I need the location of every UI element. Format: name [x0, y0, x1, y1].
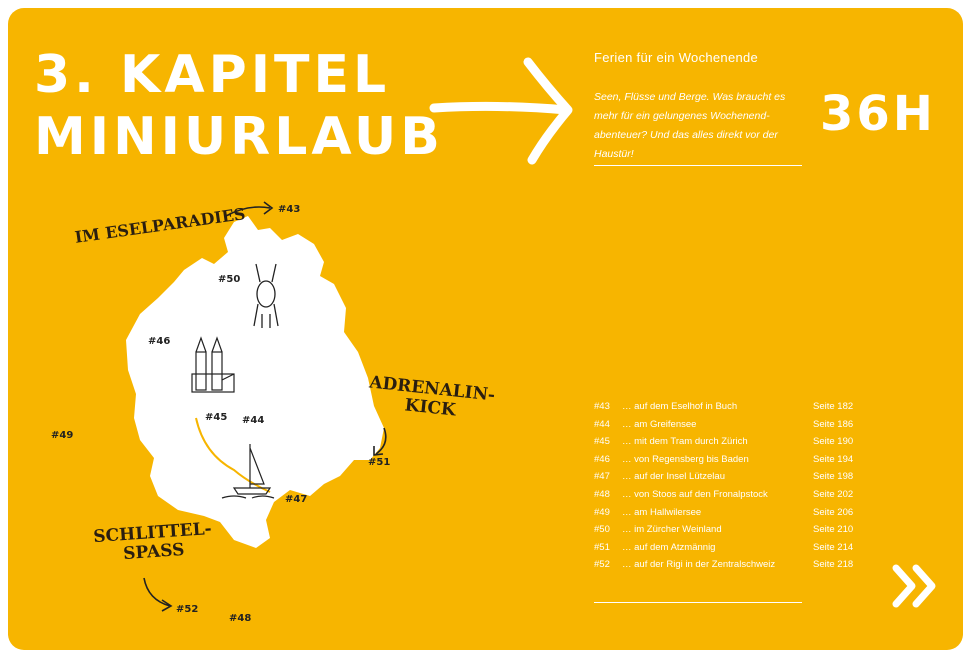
tour-page: Seite 190	[813, 436, 854, 448]
tour-page: Seite 218	[813, 559, 854, 571]
tour-description: … auf der Rigi in der Zentralschweiz	[622, 559, 776, 571]
chapter-subtitle: Ferien für ein Wochenende	[594, 50, 759, 65]
annotation-arrow-51	[375, 427, 387, 455]
divider-bottom	[594, 602, 802, 603]
tour-description: … im Zürcher Weinland	[622, 524, 722, 536]
tour-number: #51	[594, 541, 610, 553]
tour-number: #47	[594, 471, 610, 483]
tour-page: Seite 182	[813, 401, 854, 412]
tour-list: #43 … auf dem Eselhof in Buch Seite 182 #4…	[594, 401, 874, 577]
tour-page: Seite 186	[813, 418, 854, 430]
tour-number: #46	[594, 453, 610, 465]
map-marker-45[interactable]: #45	[205, 412, 228, 423]
tour-page: Seite 194	[813, 453, 854, 465]
duration-badge: 36H	[820, 86, 936, 142]
tour-item[interactable]: #46 … von Regensberg bis Baden Seite 194	[594, 454, 874, 472]
chapter-title: 3. Kapitel Miniurlaub	[34, 44, 444, 168]
map-marker-44[interactable]: #44	[242, 415, 265, 426]
arrow-right-icon	[429, 57, 573, 165]
donkey-icon	[253, 263, 279, 328]
tour-number: #43	[594, 401, 610, 412]
tour-page: Seite 210	[813, 524, 854, 536]
map-marker-50[interactable]: #50	[218, 274, 241, 285]
chapter-title-line2: Miniurlaub	[34, 107, 444, 167]
tour-description: … am Hallwilersee	[622, 506, 702, 518]
tour-description: … auf der Insel Lützelau	[622, 471, 725, 483]
tour-number: #52	[594, 559, 610, 571]
annotation-arrow-52	[143, 577, 171, 607]
chapter-intro: Seen, Flüsse und Berge. Was braucht es m…	[594, 91, 786, 160]
tour-description: … von Stoos auf den Fronalpstock	[622, 488, 768, 500]
map-marker-52[interactable]: #52	[176, 604, 199, 615]
tour-page: Seite 206	[813, 506, 854, 518]
tour-item[interactable]: #48 … von Stoos auf den Fronalpstock Seite…	[594, 489, 874, 507]
grossmuenster-icon	[191, 336, 235, 393]
map-marker-43[interactable]: #43	[278, 204, 301, 215]
region-map	[126, 201, 387, 612]
tour-description: … am Greifensee	[622, 418, 697, 430]
tour-description: … auf dem Atzmännig	[622, 541, 716, 553]
tour-number: #49	[594, 506, 610, 518]
tour-item[interactable]: #44 … am Greifensee Seite 186	[594, 419, 874, 437]
tour-item[interactable]: #50 … im Zürcher Weinland Seite 210	[594, 524, 874, 542]
tour-number: #50	[594, 524, 610, 536]
divider-top	[594, 165, 802, 166]
annotation-arrow-43	[225, 206, 271, 217]
tour-description: … mit dem Tram durch Zürich	[622, 436, 748, 448]
tour-description: … von Regensberg bis Baden	[622, 453, 749, 465]
tour-page: Seite 214	[813, 541, 854, 553]
tour-page: Seite 198	[813, 471, 854, 483]
tour-number: #45	[594, 436, 610, 448]
tour-item[interactable]: #43 … auf dem Eselhof in Buch Seite 182	[594, 401, 874, 419]
tour-item[interactable]: #49 … am Hallwilersee Seite 206	[594, 507, 874, 525]
double-chevron-right-icon[interactable]	[890, 562, 942, 610]
map-marker-47[interactable]: #47	[285, 494, 308, 505]
sailboat-icon	[221, 444, 275, 499]
tour-item[interactable]: #47 … auf der Insel Lützelau Seite 198	[594, 471, 874, 489]
tour-item[interactable]: #51 … auf dem Atzmännig Seite 214	[594, 542, 874, 560]
tour-number: #44	[594, 418, 610, 430]
map-marker-46[interactable]: #46	[148, 336, 171, 347]
map-region-shape	[126, 216, 384, 548]
tour-description: … auf dem Eselhof in Buch	[622, 401, 738, 412]
chapter-page: 3. Kapitel Miniurlaub Ferien für ein Woc…	[8, 8, 963, 650]
chapter-title-line1: 3. Kapitel	[34, 45, 391, 105]
tour-page: Seite 202	[813, 488, 854, 500]
map-marker-51[interactable]: #51	[368, 457, 391, 468]
tour-item[interactable]: #45 … mit dem Tram durch Zürich Seite 190	[594, 436, 874, 454]
map-marker-48[interactable]: #48	[229, 613, 252, 624]
map-marker-49[interactable]: #49	[51, 430, 74, 441]
tour-item[interactable]: #52 … auf der Rigi in der Zentralschweiz S…	[594, 559, 874, 577]
tour-number: #48	[594, 488, 610, 500]
lake-outline	[195, 417, 271, 493]
